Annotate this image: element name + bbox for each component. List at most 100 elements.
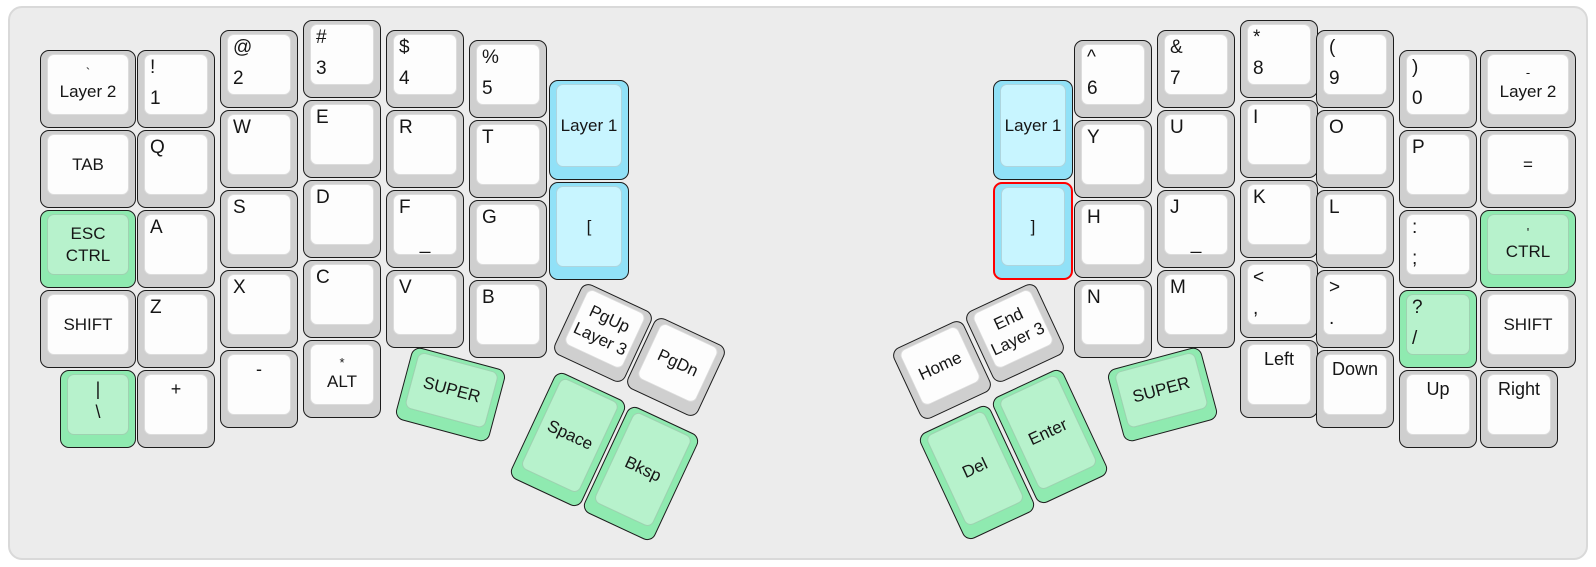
- key-legend: -: [1525, 65, 1531, 81]
- key-grave-layer2[interactable]: `Layer 2: [40, 50, 136, 128]
- key-question-slash[interactable]: ?/: [1399, 290, 1477, 368]
- key-legend: K: [1253, 187, 1266, 208]
- key-excl-1[interactable]: !1: [137, 50, 215, 128]
- key-legend: SUPER: [420, 373, 483, 407]
- key-legend: S: [233, 197, 246, 218]
- key-arrow-right[interactable]: Right: [1480, 370, 1558, 448]
- key-legend: 6: [1087, 78, 1098, 100]
- key-h[interactable]: H: [1074, 200, 1152, 278]
- key-n[interactable]: N: [1074, 280, 1152, 358]
- key-star-8[interactable]: *8: [1240, 20, 1318, 98]
- key-legend: V: [399, 277, 412, 298]
- key-legend: `: [85, 65, 91, 81]
- key-c[interactable]: C: [303, 260, 381, 338]
- key-gt-period[interactable]: >.: [1316, 270, 1394, 348]
- key-b[interactable]: B: [469, 280, 547, 358]
- key-legend: M: [1170, 277, 1186, 298]
- keycap-top: >.: [1323, 274, 1387, 335]
- key-pct-5[interactable]: %5: [469, 40, 547, 118]
- keycap-top: ]: [1001, 187, 1065, 266]
- key-arrow-left[interactable]: Left: [1240, 340, 1318, 418]
- key-o[interactable]: O: [1316, 110, 1394, 188]
- key-legend: T: [482, 127, 494, 148]
- key-j[interactable]: J_: [1157, 190, 1235, 268]
- key-rparen-0[interactable]: )0: [1399, 50, 1477, 128]
- keycap-top: Z: [144, 294, 208, 355]
- key-lbracket[interactable]: [: [549, 182, 629, 280]
- key-u[interactable]: U: [1157, 110, 1235, 188]
- key-plus[interactable]: +: [137, 370, 215, 448]
- key-x[interactable]: X: [220, 270, 298, 348]
- keycap-top: F_: [393, 194, 457, 255]
- homing-bar: _: [1190, 233, 1202, 254]
- key-i[interactable]: I: [1240, 100, 1318, 178]
- keycap-top: +: [144, 374, 208, 435]
- key-quote-ctrl[interactable]: 'CTRL: [1480, 210, 1576, 288]
- key-e[interactable]: E: [303, 100, 381, 178]
- key-p[interactable]: P: [1399, 130, 1477, 208]
- key-t[interactable]: T: [469, 120, 547, 198]
- key-arrow-down[interactable]: Down: [1316, 350, 1394, 428]
- keycap-top: SUPER: [1113, 351, 1209, 429]
- key-q[interactable]: Q: [137, 130, 215, 208]
- key-star-alt[interactable]: *ALT: [303, 340, 381, 418]
- key-super-left[interactable]: SUPER: [393, 345, 508, 444]
- key-shift-left[interactable]: SHIFT: [40, 290, 136, 368]
- keycap-top: Layer 1: [1000, 84, 1066, 167]
- key-minus[interactable]: -: [220, 350, 298, 428]
- key-legend: Up: [1426, 379, 1450, 399]
- keycap-top: Y: [1081, 124, 1145, 185]
- key-rbracket[interactable]: ]: [993, 182, 1073, 280]
- key-lparen-9[interactable]: (9: [1316, 30, 1394, 108]
- key-m[interactable]: M: [1157, 270, 1235, 348]
- key-at-2[interactable]: @2: [220, 30, 298, 108]
- key-shift-right[interactable]: SHIFT: [1480, 290, 1576, 368]
- key-legend: CTRL: [1505, 242, 1551, 262]
- key-legend: Y: [1087, 127, 1100, 148]
- key-legend: $: [399, 37, 410, 58]
- key-layer1-right[interactable]: Layer 1: [993, 80, 1073, 180]
- key-legend: *: [1253, 27, 1261, 48]
- key-k[interactable]: K: [1240, 180, 1318, 258]
- key-d[interactable]: D: [303, 180, 381, 258]
- key-minus-layer2[interactable]: -Layer 2: [1480, 50, 1576, 128]
- key-equals[interactable]: =: [1480, 130, 1576, 208]
- key-caret-6[interactable]: ^6: [1074, 40, 1152, 118]
- key-w[interactable]: W: [220, 110, 298, 188]
- key-pipe-backslash[interactable]: |\: [60, 370, 136, 448]
- key-super-right[interactable]: SUPER: [1105, 345, 1220, 444]
- key-a[interactable]: A: [137, 210, 215, 288]
- key-tab[interactable]: TAB: [40, 130, 136, 208]
- key-l[interactable]: L: [1316, 190, 1394, 268]
- key-g[interactable]: G: [469, 200, 547, 278]
- key-legend: 9: [1329, 68, 1340, 90]
- key-z[interactable]: Z: [137, 290, 215, 368]
- key-legend: !: [150, 57, 156, 78]
- key-f[interactable]: F_: [386, 190, 464, 268]
- key-lt-comma[interactable]: <,: [1240, 260, 1318, 338]
- key-layer1-left[interactable]: Layer 1: [549, 80, 629, 180]
- key-legend: ALT: [327, 372, 357, 392]
- key-legend: Enter: [1025, 415, 1071, 450]
- keycap-top: S: [227, 194, 291, 255]
- keycap-top: Down: [1323, 354, 1387, 415]
- keycap-top: W: [227, 114, 291, 175]
- key-colon-semi[interactable]: :;: [1399, 210, 1477, 288]
- key-r[interactable]: R: [386, 110, 464, 188]
- key-legend: 0: [1412, 88, 1423, 110]
- key-legend: .: [1329, 308, 1335, 330]
- key-hash-3[interactable]: #3: [303, 20, 381, 98]
- keycap-top: U: [1164, 114, 1228, 175]
- keycap-top: C: [310, 264, 374, 325]
- key-arrow-up[interactable]: Up: [1399, 370, 1477, 448]
- key-dollar-4[interactable]: $4: [386, 30, 464, 108]
- key-v[interactable]: V: [386, 270, 464, 348]
- key-legend: 3: [316, 58, 327, 80]
- key-legend: 4: [399, 68, 410, 90]
- key-legend: ;: [1412, 248, 1418, 270]
- key-s[interactable]: S: [220, 190, 298, 268]
- key-y[interactable]: Y: [1074, 120, 1152, 198]
- key-amp-7[interactable]: &7: [1157, 30, 1235, 108]
